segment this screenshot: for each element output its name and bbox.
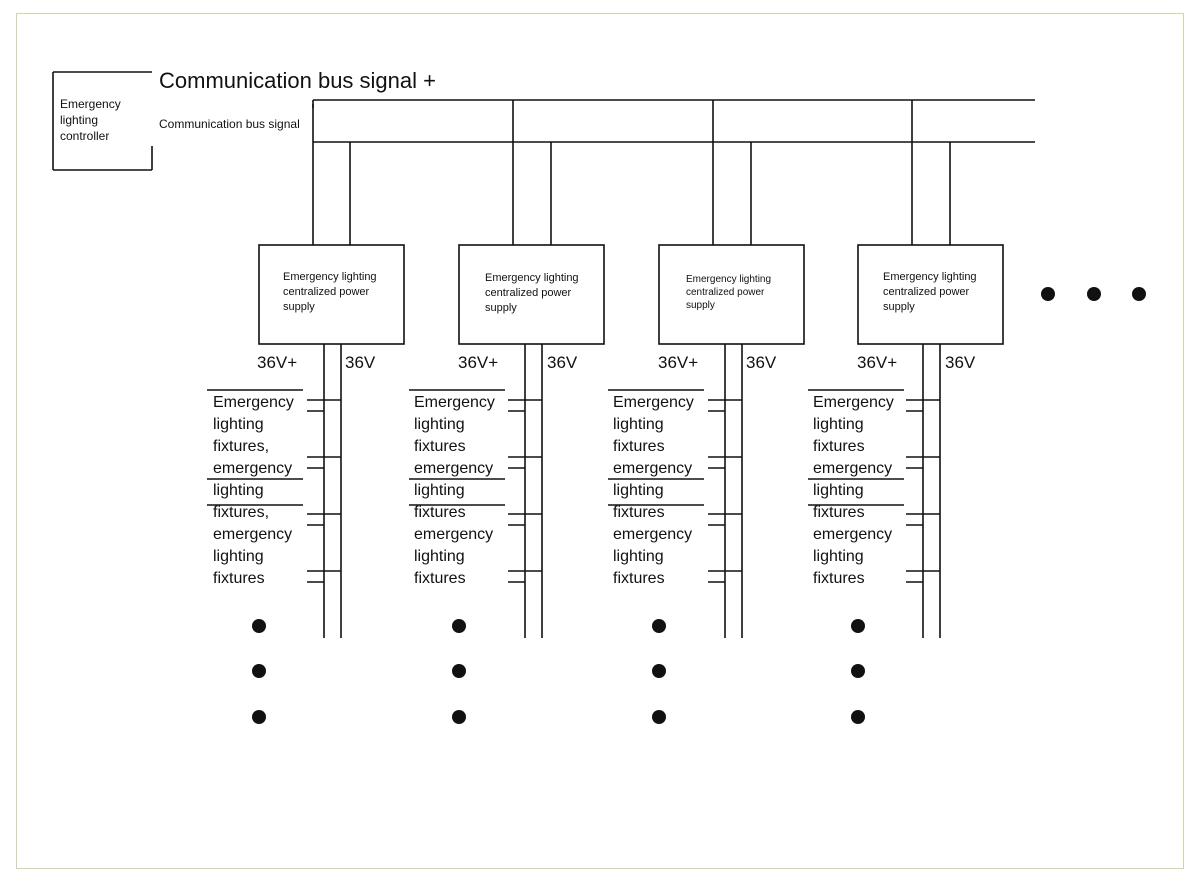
fixture-label: emergency lighting fixtures (414, 526, 494, 587)
continuation-dot (851, 710, 865, 724)
bus-minus-label: Communication bus signal (159, 117, 300, 131)
continuation-dot (1132, 287, 1146, 301)
voltage-plus-label: 36V+ (257, 353, 298, 372)
continuation-dot (1087, 287, 1101, 301)
psu-box (658, 244, 805, 345)
psu-label: Emergency lighting centralized power sup… (883, 271, 977, 313)
continuation-dot (652, 619, 666, 633)
continuation-dot (851, 664, 865, 678)
fixture-label: emergency lighting fixtures (613, 526, 693, 587)
diagram-frame (16, 13, 1184, 869)
continuation-dot (452, 710, 466, 724)
voltage-minus-label: 36V (547, 353, 578, 372)
fixture-label: emergency lighting fixtures (813, 460, 893, 521)
fixture-label: emergency lighting fixtures (613, 460, 693, 521)
psu-box (857, 244, 1004, 345)
continuation-dot (851, 619, 865, 633)
fixture-label: Emergency lighting fixtures (813, 394, 894, 455)
voltage-minus-label: 36V (345, 353, 376, 372)
fixture-label: emergency lighting fixtures (414, 460, 494, 521)
controller-label: Emergency lighting controller (60, 97, 121, 143)
voltage-minus-label: 36V (945, 353, 976, 372)
psu-box (258, 244, 405, 345)
fixture-label: Emergency lighting fixtures, (213, 394, 294, 455)
continuation-dot (252, 664, 266, 678)
fixture-label: Emergency lighting fixtures (613, 394, 694, 455)
fixture-label: emergency lighting fixtures (813, 526, 893, 587)
continuation-dot (252, 619, 266, 633)
psu-label: Emergency lighting centralized power sup… (283, 271, 377, 313)
psu-label: Emergency lighting centralized power sup… (686, 274, 772, 311)
fixture-label: emergency lighting fixtures, (213, 460, 293, 521)
continuation-dot (452, 664, 466, 678)
continuation-dot (652, 710, 666, 724)
voltage-minus-label: 36V (746, 353, 777, 372)
voltage-plus-label: 36V+ (458, 353, 499, 372)
psu-label: Emergency lighting centralized power sup… (485, 272, 579, 314)
continuation-dot (252, 710, 266, 724)
bus-plus-label: Communication bus signal + (159, 68, 436, 93)
voltage-plus-label: 36V+ (658, 353, 699, 372)
voltage-plus-label: 36V+ (857, 353, 898, 372)
continuation-dot (1041, 287, 1055, 301)
psu-box (458, 244, 605, 345)
continuation-dot (652, 664, 666, 678)
continuation-dot (452, 619, 466, 633)
fixture-label: Emergency lighting fixtures (414, 394, 495, 455)
fixture-label: emergency lighting fixtures (213, 526, 293, 587)
